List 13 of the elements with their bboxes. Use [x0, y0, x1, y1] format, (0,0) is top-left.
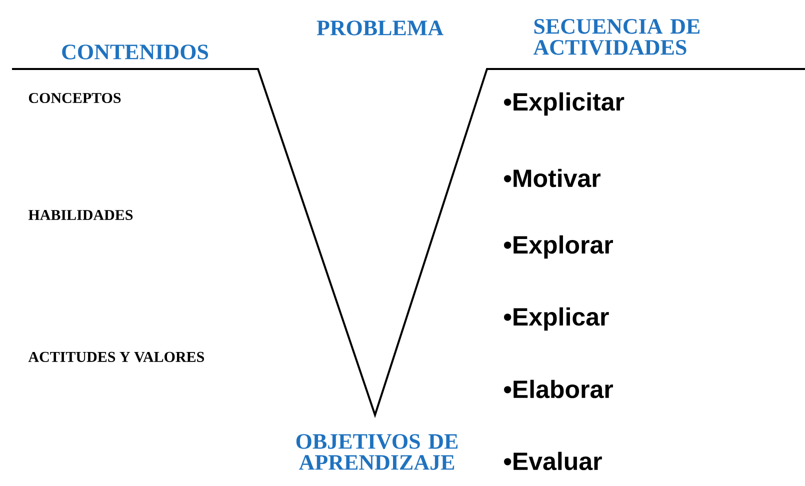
heading: SECUENCIA DE ACTIVIDADES: [533, 19, 700, 55]
item-label: ACTITUDES Y VALORES: [28, 352, 204, 362]
activity-item: •Evaluar: [504, 452, 602, 470]
item-label: CONCEPTOS: [28, 92, 121, 104]
heading: PROBLEMA: [316, 20, 444, 36]
activity-item: •Elaborar: [504, 380, 613, 398]
item-label: HABILIDADES: [28, 210, 133, 220]
activity-item: •Explicitar: [504, 92, 624, 116]
activity-item: •Explorar: [504, 235, 613, 259]
heading: CONTENIDOS: [62, 44, 208, 60]
activity-item: •Explicar: [504, 307, 609, 331]
heading: OBJETIVOS DE APRENDIZAJE: [296, 434, 458, 470]
activity-item: •Motivar: [504, 168, 600, 188]
